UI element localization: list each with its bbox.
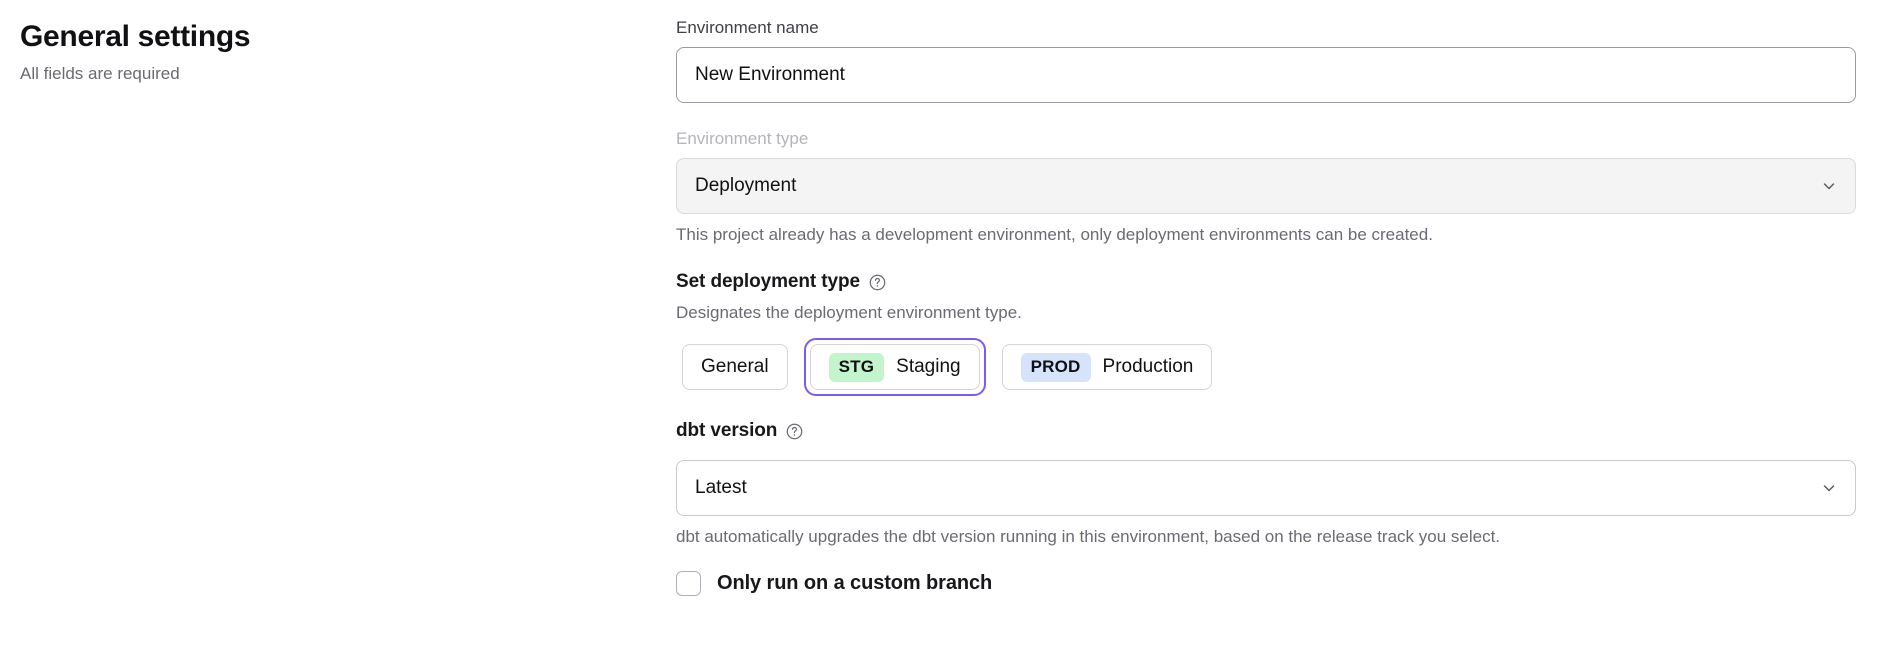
staging-badge: STG — [828, 352, 885, 382]
environment-type-field: Environment type Deployment This project… — [676, 127, 1856, 247]
environment-name-label: Environment name — [676, 18, 819, 37]
environment-type-value: Deployment — [695, 175, 797, 196]
dbt-version-value: Latest — [695, 477, 747, 498]
page-subtitle: All fields are required — [20, 64, 180, 83]
environment-name-field: Environment name New Environment — [676, 16, 1856, 103]
deployment-type-heading: Set deployment type — [676, 271, 1822, 293]
deployment-option-staging-label: Staging — [896, 356, 961, 377]
deployment-option-general[interactable]: General — [682, 344, 788, 390]
chevron-down-icon — [1821, 178, 1837, 194]
deployment-type-description: Designates the deployment environment ty… — [676, 303, 1022, 322]
environment-type-select[interactable]: Deployment — [676, 158, 1856, 214]
environment-type-helper-text: This project already has a development e… — [676, 225, 1433, 244]
custom-branch-checkbox[interactable] — [676, 571, 701, 596]
question-circle-icon[interactable] — [785, 422, 804, 441]
settings-header-column: General settings All fields are required — [0, 0, 676, 86]
deployment-type-field: Set deployment type Designates the deplo… — [676, 271, 1822, 396]
deployment-option-production-wrapper: PROD Production — [996, 338, 1219, 396]
dbt-version-heading: dbt version — [676, 420, 1822, 442]
deployment-option-general-label: General — [701, 356, 769, 377]
deployment-option-staging-wrapper: STG Staging — [803, 338, 986, 396]
custom-branch-row: Only run on a custom branch — [676, 571, 1822, 596]
dbt-version-select[interactable]: Latest — [676, 460, 1856, 516]
environment-name-input[interactable]: New Environment — [676, 47, 1856, 103]
environment-name-value: New Environment — [695, 64, 845, 85]
dbt-version-field: dbt version Latest dbt automatica — [676, 420, 1856, 549]
deployment-type-options: General STG Staging PROD Production — [676, 338, 1822, 396]
deployment-option-general-wrapper: General — [676, 338, 794, 396]
dbt-version-helper-text: dbt automatically upgrades the dbt versi… — [676, 527, 1501, 546]
deployment-option-staging[interactable]: STG Staging — [809, 344, 980, 390]
dbt-version-label: dbt version — [676, 420, 778, 441]
deployment-option-production-label: Production — [1102, 356, 1194, 377]
deployment-type-label: Set deployment type — [676, 271, 860, 292]
question-circle-icon[interactable] — [868, 273, 887, 292]
settings-form-column: Environment name New Environment Environ… — [676, 0, 1856, 596]
production-badge: PROD — [1020, 352, 1091, 382]
environment-type-label: Environment type — [676, 129, 809, 148]
page-title: General settings — [20, 20, 251, 53]
chevron-down-icon — [1821, 480, 1837, 496]
custom-branch-label: Only run on a custom branch — [717, 572, 993, 594]
deployment-option-production[interactable]: PROD Production — [1001, 344, 1213, 390]
